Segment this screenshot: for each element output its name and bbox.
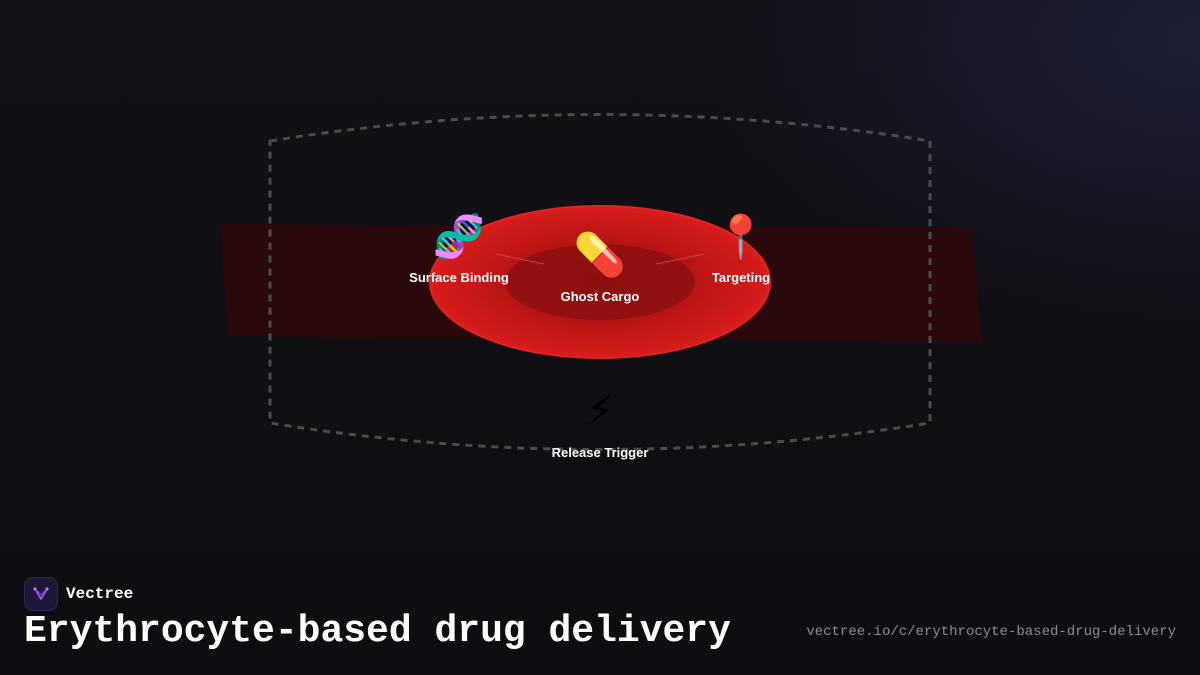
vectree-logo-icon bbox=[24, 577, 58, 611]
container-frame bbox=[268, 113, 932, 451]
node-targeting-label: Targeting bbox=[711, 270, 771, 285]
pill-icon: 💊 bbox=[573, 230, 627, 279]
node-ghost-cargo-label: Ghost Cargo bbox=[560, 289, 640, 304]
lightning-icon: ⚡ bbox=[585, 386, 615, 435]
brand-name: Vectree bbox=[66, 585, 134, 603]
page-url-link[interactable]: vectree.io/c/erythrocyte-based-drug-deli… bbox=[806, 624, 1176, 640]
page-title: Erythrocyte-based drug delivery bbox=[24, 610, 731, 653]
node-surface-binding-label: Surface Binding bbox=[409, 270, 509, 285]
node-release-trigger-label: Release Trigger bbox=[551, 445, 649, 460]
brand[interactable]: Vectree bbox=[24, 577, 133, 611]
pushpin-icon: 📍 bbox=[714, 212, 768, 261]
connector-left bbox=[495, 253, 545, 265]
dna-icon: 🧬 bbox=[432, 212, 486, 261]
cell-center-dimple bbox=[505, 244, 695, 320]
connector-right bbox=[655, 253, 705, 265]
